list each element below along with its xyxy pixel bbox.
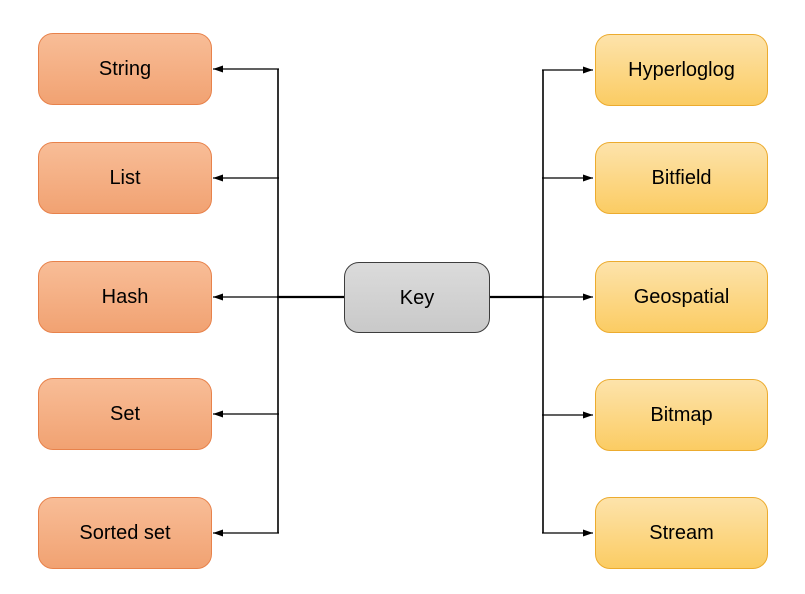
node-geospatial-label: Geospatial <box>633 286 730 308</box>
node-hash-label: Hash <box>101 286 149 308</box>
node-stream-label: Stream <box>649 522 714 544</box>
node-stream: Stream <box>595 497 768 569</box>
node-sorted-set: Sorted set <box>38 497 212 569</box>
node-key: Key <box>344 262 490 333</box>
node-bitmap-label: Bitmap <box>650 404 713 426</box>
node-list: List <box>38 142 212 214</box>
node-bitfield-label: Bitfield <box>651 167 712 189</box>
node-set-label: Set <box>109 403 141 425</box>
node-sorted-set-label: Sorted set <box>79 522 171 544</box>
node-hash: Hash <box>38 261 212 333</box>
node-bitmap: Bitmap <box>595 379 768 451</box>
node-set: Set <box>38 378 212 450</box>
node-string: String <box>38 33 212 105</box>
node-bitfield: Bitfield <box>595 142 768 214</box>
node-hyperloglog: Hyperloglog <box>595 34 768 106</box>
node-list-label: List <box>109 167 141 189</box>
node-hyperloglog-label: Hyperloglog <box>628 59 735 81</box>
node-key-label: Key <box>399 286 435 309</box>
node-geospatial: Geospatial <box>595 261 768 333</box>
node-string-label: String <box>98 58 152 80</box>
